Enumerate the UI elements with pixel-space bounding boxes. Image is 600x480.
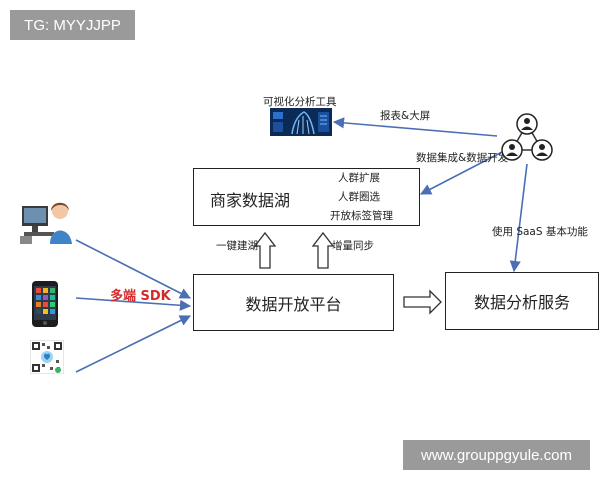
hollow-arrow-to-service (403, 289, 442, 315)
data-open-platform-box: 数据开放平台 (193, 274, 394, 331)
platform-title: 数据开放平台 (245, 294, 342, 314)
label-incremental: 增量同步 (332, 240, 374, 252)
team-network-icon (498, 112, 558, 166)
qr-code-icon (29, 339, 65, 375)
watermark-bottom: www.grouppgyule.com (403, 440, 590, 470)
merchant-data-lake-box: 商家数据湖 人群扩展 人群圈选 开放标签管理 (193, 168, 420, 226)
label-integration: 数据集成&数据开发 (416, 152, 509, 164)
arrow-team-to-lake (420, 149, 507, 195)
arrow-team-to-visual-tool (332, 117, 498, 137)
label-saas: 使用 SaaS 基本功能 (492, 226, 588, 238)
hollow-arrow-one-click (253, 231, 277, 269)
watermark-top: TG: MYYJJPP (10, 10, 135, 40)
lake-feature-item: 人群圈选 (338, 191, 380, 203)
arrow-team-to-service (509, 163, 528, 273)
arrow-computer-to-platform (75, 239, 191, 299)
arrow-qr-to-platform (75, 315, 192, 373)
lake-feature-item: 开放标签管理 (330, 210, 393, 222)
service-title: 数据分析服务 (473, 293, 570, 312)
visual-tool-icon (270, 108, 332, 136)
arrow-phone-to-platform (75, 297, 192, 311)
lake-title: 商家数据湖 (210, 191, 291, 210)
lake-feature-list: 人群扩展 人群圈选 开放标签管理 (330, 169, 393, 226)
lake-feature-item: 人群扩展 (338, 172, 380, 184)
computer-user-icon (20, 200, 74, 246)
label-one-click: 一键建湖 (216, 240, 258, 252)
label-sdk: 多端 SDK (110, 289, 171, 304)
label-report: 报表&大屏 (380, 110, 431, 122)
label-visual-tools: 可视化分析工具 (263, 96, 337, 108)
smartphone-icon (30, 280, 60, 328)
data-analysis-service-box: 数据分析服务 (445, 272, 599, 330)
hollow-arrow-incremental (311, 231, 335, 269)
